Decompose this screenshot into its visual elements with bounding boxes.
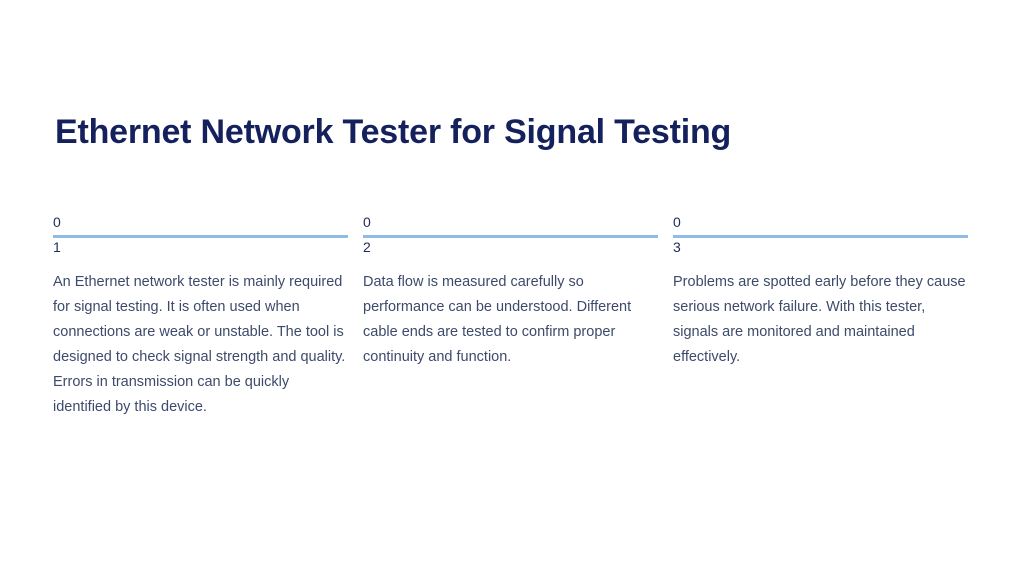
- column-divider-2: [363, 235, 658, 238]
- column-divider-1: [53, 235, 348, 238]
- column-eyebrow-3: 0: [673, 214, 681, 230]
- column-index-2: 2: [363, 239, 371, 255]
- content-column-1: 0 1 An Ethernet network tester is mainly…: [53, 212, 348, 420]
- content-column-3: 0 3 Problems are spotted early before th…: [673, 212, 968, 370]
- column-index-1: 1: [53, 239, 61, 255]
- content-column-2: 0 2 Data flow is measured carefully so p…: [363, 212, 658, 370]
- column-eyebrow-2: 0: [363, 214, 371, 230]
- column-body-2: Data flow is measured carefully so perfo…: [363, 274, 632, 365]
- column-divider-3: [673, 235, 968, 238]
- column-body-1: An Ethernet network tester is mainly req…: [53, 274, 346, 415]
- column-eyebrow-1: 0: [53, 214, 61, 230]
- column-index-3: 3: [673, 239, 681, 255]
- page-title: Ethernet Network Tester for Signal Testi…: [55, 113, 732, 151]
- content-columns: 0 1 An Ethernet network tester is mainly…: [53, 212, 971, 420]
- column-body-3: Problems are spotted early before they c…: [673, 274, 966, 365]
